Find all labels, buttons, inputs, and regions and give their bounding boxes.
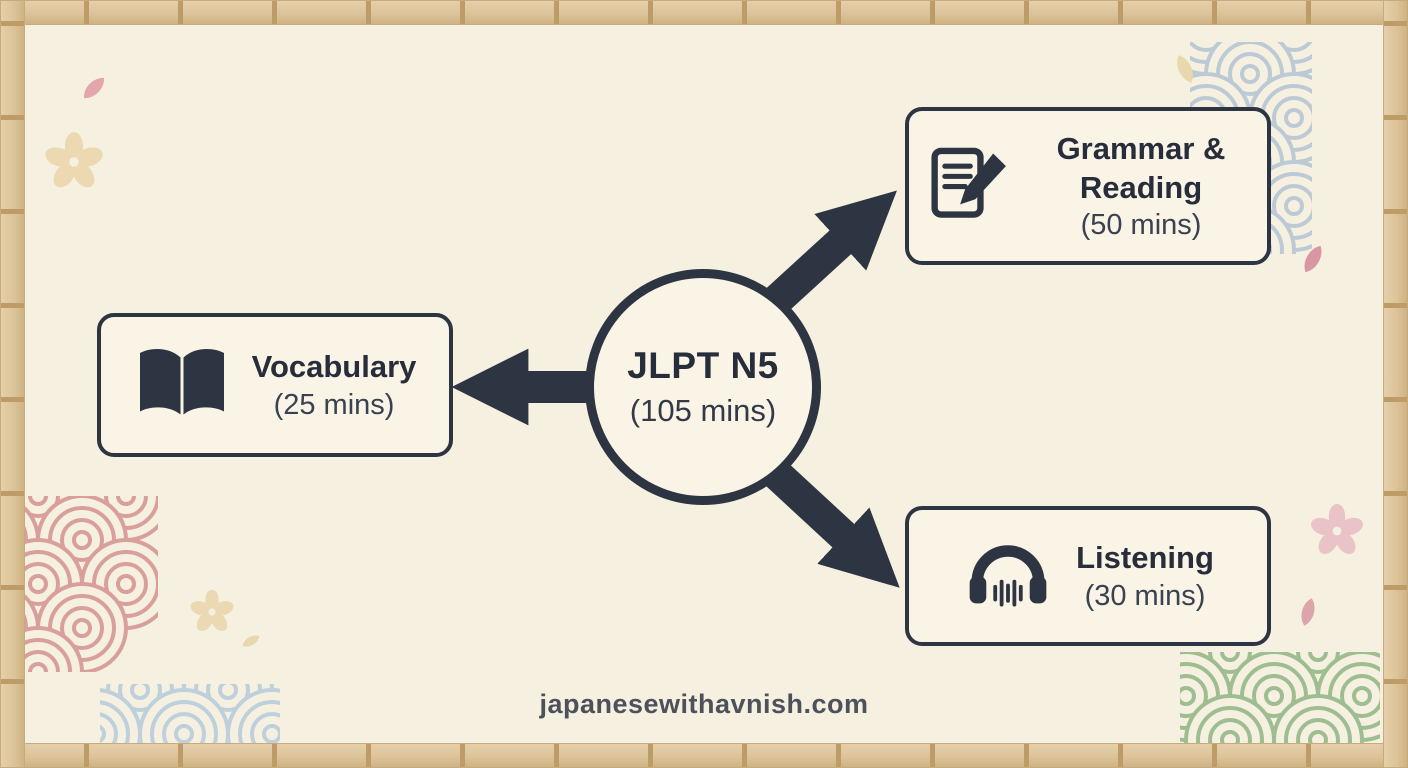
node-vocabulary: Vocabulary (25 mins) bbox=[97, 313, 453, 457]
node-label: Vocabulary bbox=[251, 349, 417, 385]
node-duration: (25 mins) bbox=[273, 388, 395, 421]
pencil-paper-icon bbox=[927, 144, 1011, 229]
node-text: Grammar & Reading (50 mins) bbox=[1033, 130, 1249, 243]
bamboo-frame-right bbox=[1383, 0, 1408, 768]
bamboo-frame-left bbox=[0, 0, 25, 768]
center-duration: (105 mins) bbox=[629, 393, 777, 428]
node-label: Listening bbox=[1076, 540, 1214, 576]
headphones-icon bbox=[962, 533, 1054, 620]
node-duration: (50 mins) bbox=[1080, 209, 1202, 242]
node-listening: Listening (30 mins) bbox=[905, 506, 1271, 646]
center-node-jlpt-n5: JLPT N5 (105 mins) bbox=[585, 269, 821, 505]
book-icon bbox=[134, 344, 230, 427]
bamboo-frame-bottom bbox=[0, 743, 1408, 768]
node-grammar-reading: Grammar & Reading (50 mins) bbox=[905, 107, 1271, 265]
node-label: Grammar & Reading bbox=[1056, 130, 1226, 205]
website-watermark: japanesewithavnish.com bbox=[539, 689, 869, 719]
bamboo-frame-top bbox=[0, 0, 1408, 25]
center-title: JLPT N5 bbox=[627, 345, 779, 386]
node-text: Listening (30 mins) bbox=[1076, 539, 1214, 613]
node-duration: (30 mins) bbox=[1084, 579, 1206, 612]
node-text: Vocabulary (25 mins) bbox=[252, 348, 417, 422]
